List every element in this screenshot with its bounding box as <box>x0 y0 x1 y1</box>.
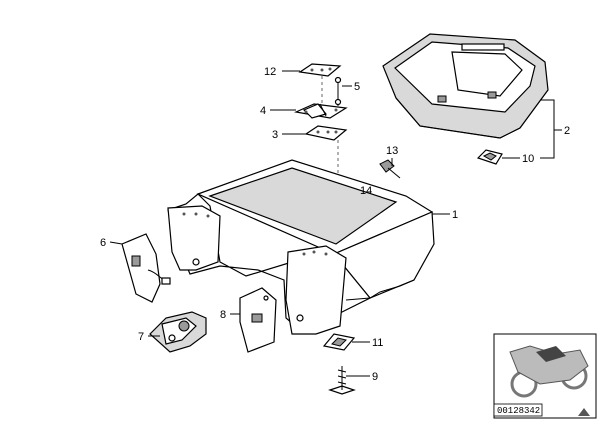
nut-clip-part-11 <box>322 333 356 351</box>
label-part-14: 14 <box>360 185 372 197</box>
plate-part-3 <box>304 125 348 141</box>
label-part-2: 2 <box>564 125 570 137</box>
storage-tray <box>382 33 549 139</box>
inset-overview: 00128342 <box>493 333 597 419</box>
label-part-11: 11 <box>372 337 383 349</box>
label-part-4: 4 <box>260 105 266 117</box>
label-part-9: 9 <box>372 371 378 383</box>
motorcycle-icon <box>509 345 589 398</box>
plate-part-12 <box>298 63 342 77</box>
label-part-1: 1 <box>452 209 458 221</box>
cover-panel-part-6 <box>121 233 171 303</box>
label-part-13: 13 <box>386 145 398 157</box>
label-part-6: 6 <box>100 237 106 249</box>
hinge-icon <box>293 103 348 119</box>
screw-icon <box>328 366 356 395</box>
main-case <box>167 159 435 335</box>
clip-part-10 <box>476 149 503 165</box>
label-part-5: 5 <box>354 81 360 93</box>
label-part-10: 10 <box>522 153 534 165</box>
label-part-3: 3 <box>272 129 278 141</box>
panel-part-8 <box>239 287 277 353</box>
label-part-8: 8 <box>220 309 226 321</box>
label-part-7: 7 <box>138 331 144 343</box>
bolt-icon <box>379 159 401 179</box>
pin-part-5 <box>334 76 342 106</box>
ref-code: 00128342 <box>497 406 540 416</box>
label-part-12: 12 <box>264 66 276 78</box>
lock-icon <box>149 311 207 353</box>
